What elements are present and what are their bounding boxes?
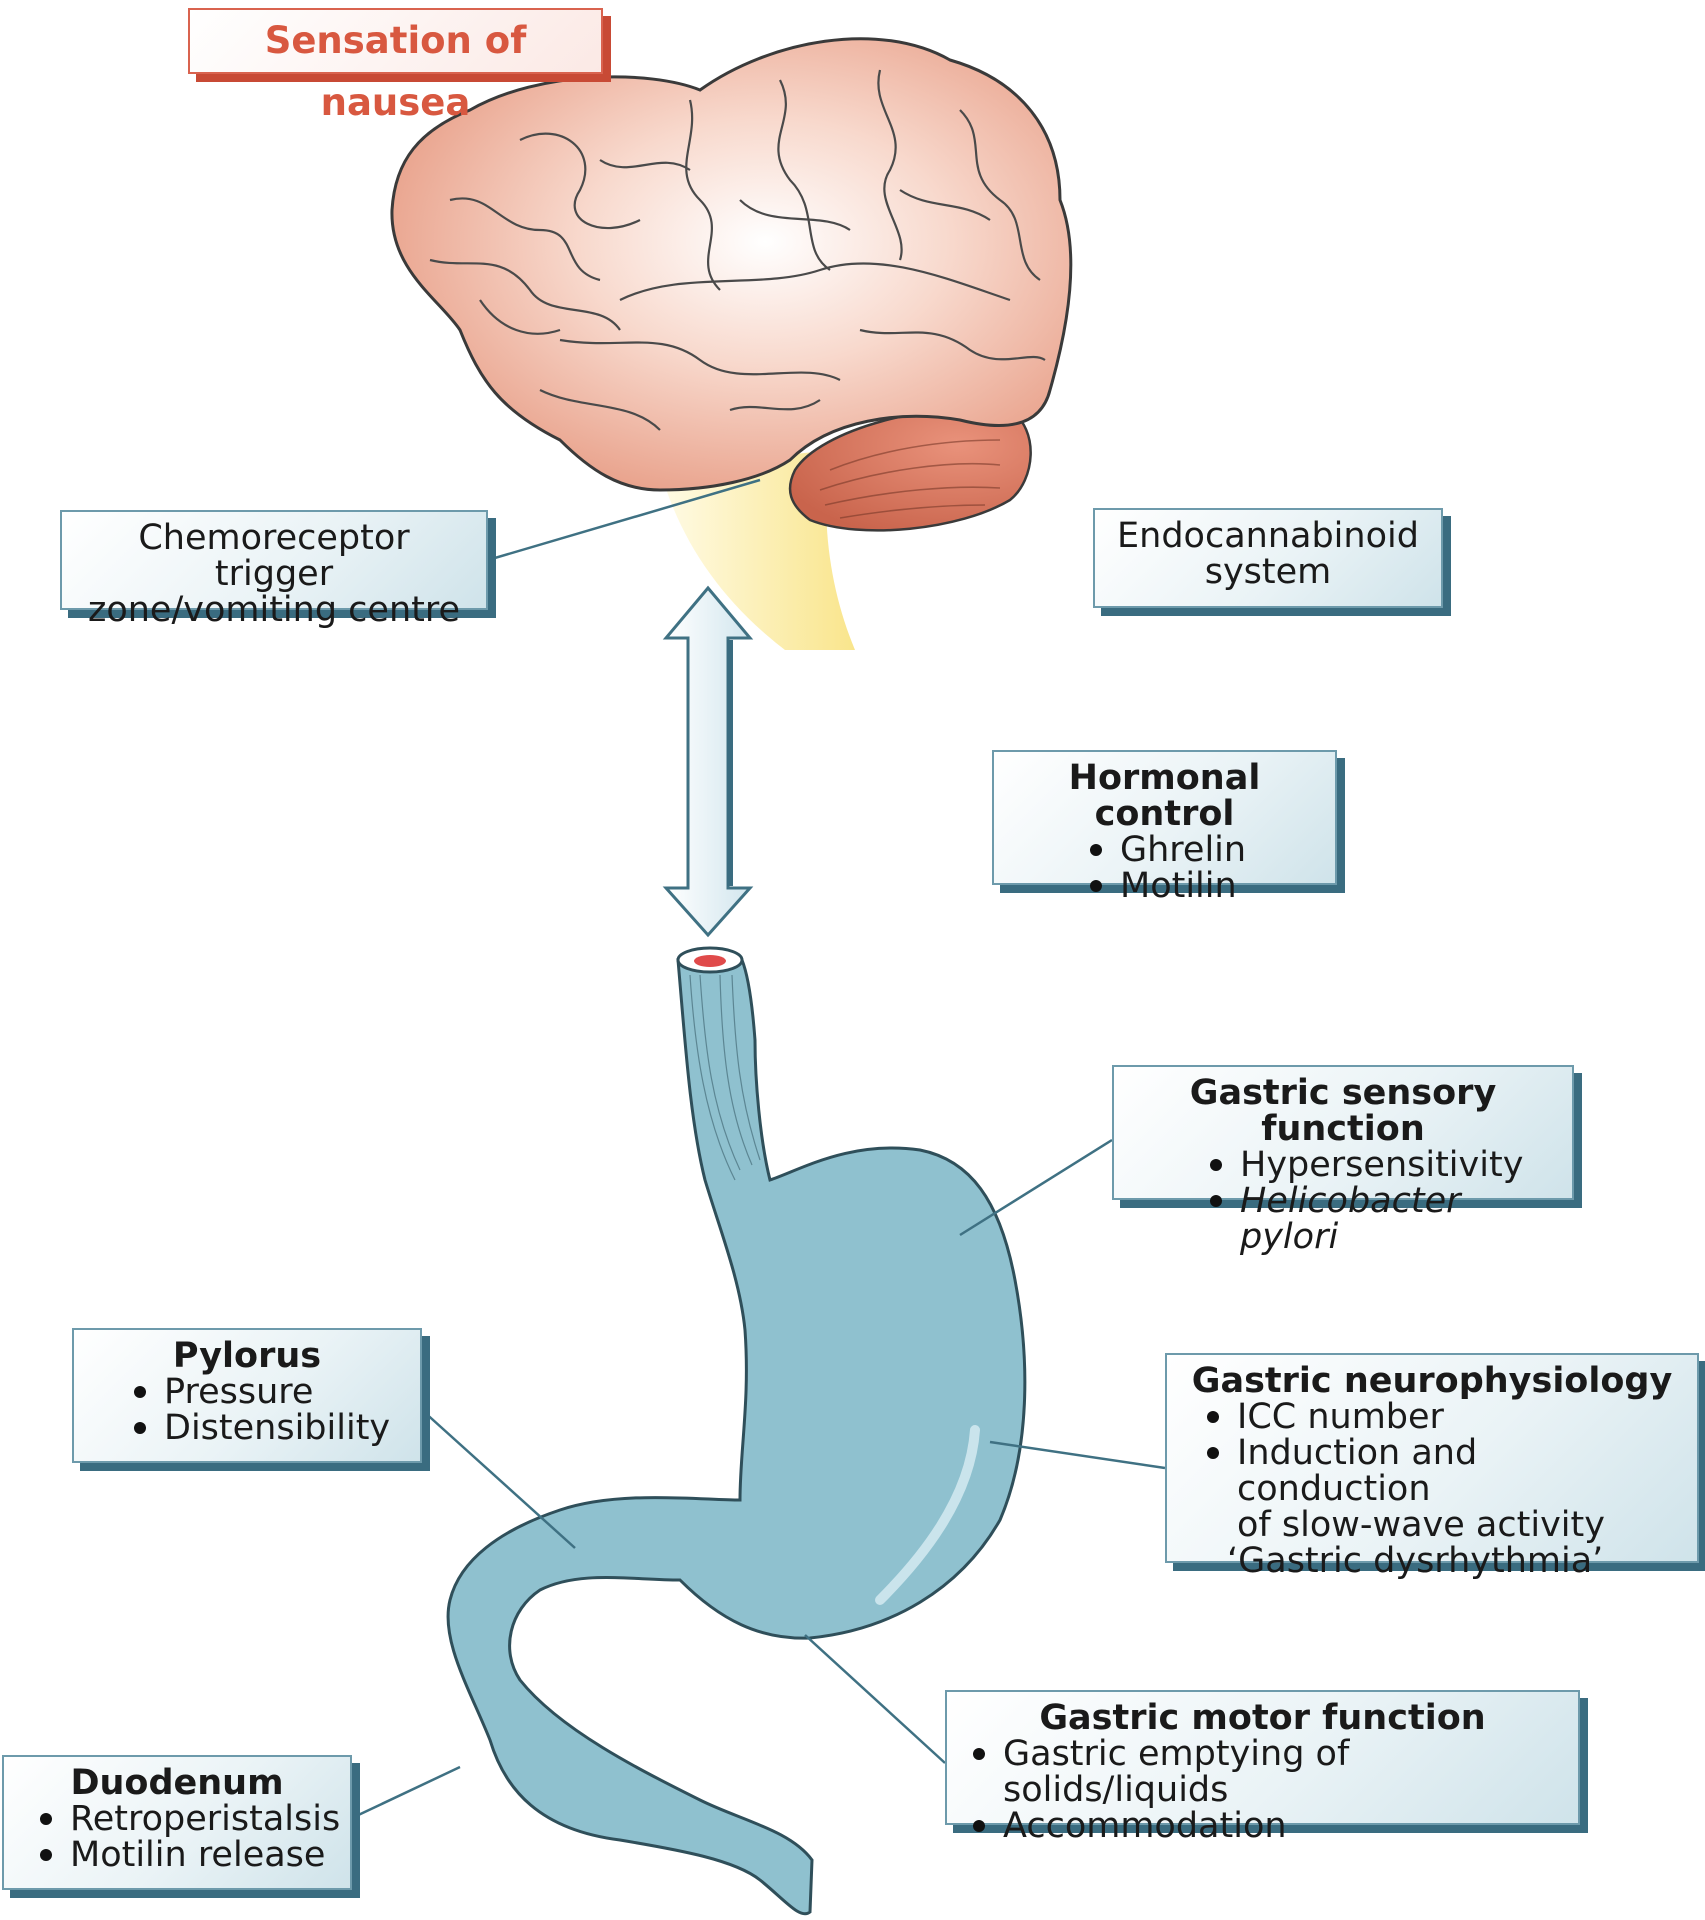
motor-item-gastric-emptying: Gastric emptying of solids/liquids (965, 1736, 1560, 1808)
hormonal-item-motilin: Motilin (1082, 868, 1317, 904)
endocannabinoid-line-2: system (1204, 552, 1332, 592)
duodenum-item-retroperistalsis: Retroperistalsis (32, 1801, 340, 1837)
gastric-motor-box: Gastric motor function Gastric emptying … (945, 1690, 1580, 1844)
motor-item-accommodation: Accommodation (965, 1808, 1560, 1844)
neuro-item-induction: Induction and conduction (1199, 1435, 1679, 1507)
pylorus-box: Pylorus Pressure Distensibility (72, 1328, 422, 1463)
ctz-line-1: Chemoreceptor trigger (138, 518, 410, 594)
stomach-highlight (875, 1425, 980, 1605)
neurophysiology-title: Gastric neurophysiology (1191, 1361, 1673, 1401)
gastric-sensory-box: Gastric sensory function Hypersensitivit… (1112, 1065, 1574, 1255)
neuro-leader (989, 1440, 1166, 1470)
ctz-leader (487, 478, 761, 562)
pylorus-title: Pylorus (172, 1336, 322, 1376)
ctz-box: Chemoreceptor trigger zone/vomiting cent… (60, 510, 488, 628)
gastric-sensory-title: Gastric sensory function (1189, 1073, 1497, 1149)
duodenum-item-motilin-release: Motilin release (32, 1837, 332, 1873)
cerebrum-gyri (429, 69, 1046, 431)
pylorus-leader (421, 1409, 576, 1549)
neuro-item-icc: ICC number (1199, 1399, 1679, 1435)
duodenum-box: Duodenum Retroperistalsis Motilin releas… (2, 1755, 352, 1890)
pylorus-item-distensibility: Distensibility (126, 1410, 402, 1446)
pylorus-item-pressure: Pressure (126, 1374, 402, 1410)
endocannabinoid-box: Endocannabinoid system (1093, 508, 1443, 608)
sensory-item-h-pylori: Helicobacter pylori (1202, 1183, 1554, 1255)
endocannabinoid-line-1: Endocannabinoid (1117, 516, 1419, 556)
motor-title: Gastric motor function (1039, 1698, 1486, 1738)
duodenum-leader (351, 1765, 461, 1820)
esophagus-fibers (689, 974, 761, 1181)
hormonal-control-box: Hormonal control Ghrelin Motilin (992, 750, 1337, 904)
sensation-of-nausea-label: Sensation of nausea (188, 8, 603, 124)
double-arrow (662, 585, 754, 938)
motor-leader (804, 1634, 946, 1764)
cerebrum (390, 37, 1073, 492)
hormonal-control-title: Hormonal control (1068, 758, 1261, 834)
sensory-leader (959, 1138, 1113, 1237)
duodenum-title: Duodenum (70, 1763, 284, 1803)
hormonal-item-ghrelin: Ghrelin (1082, 832, 1317, 868)
neuro-item-slow-wave: of slow-wave activity (1237, 1505, 1605, 1545)
neuro-item-dysrhythmia: ‘Gastric dysrhythmia’ (1227, 1541, 1604, 1581)
ctz-line-2: zone/vomiting centre (87, 590, 461, 630)
sensory-item-hypersensitivity: Hypersensitivity (1202, 1147, 1554, 1183)
cerebellum-folds (819, 439, 1001, 519)
stomach (446, 958, 1027, 1916)
gastric-neurophysiology-box: Gastric neurophysiology ICC number Induc… (1165, 1353, 1699, 1579)
